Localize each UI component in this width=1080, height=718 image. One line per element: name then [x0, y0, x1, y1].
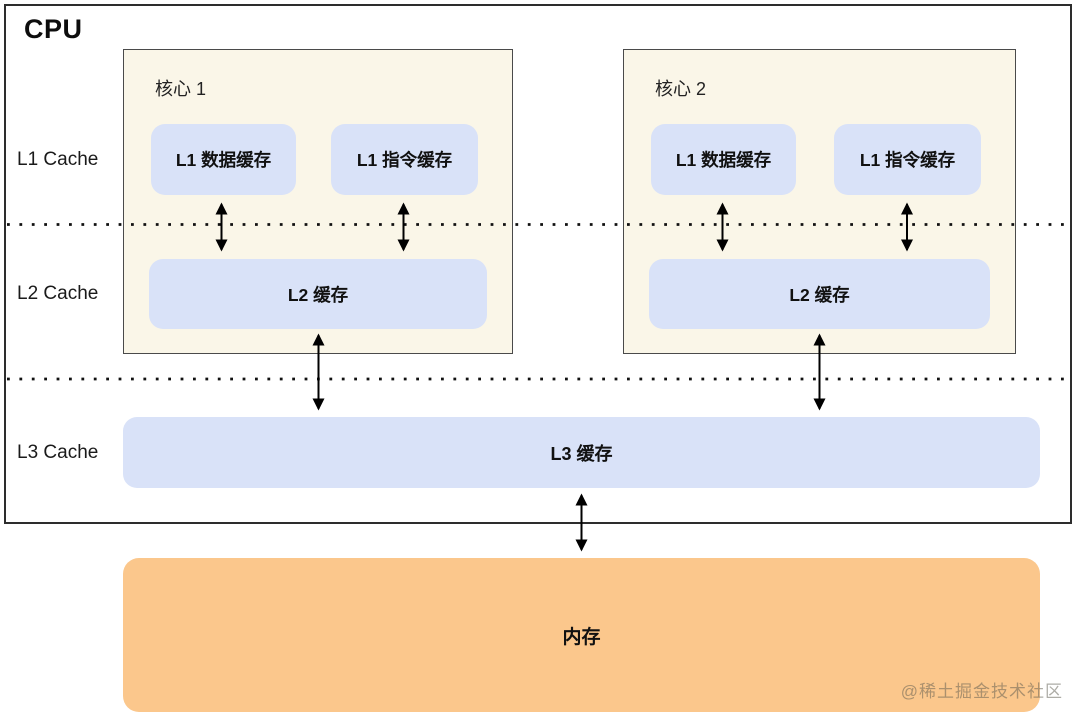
- core-1-box: 核心 1 L1 数据缓存 L1 指令缓存 L2 缓存: [123, 49, 513, 354]
- core-1-label: 核心 1: [155, 79, 207, 99]
- cpu-title: CPU: [24, 14, 83, 44]
- core-1-l2-cache-box: L2 缓存: [149, 259, 487, 329]
- memory-box: 内存: [123, 558, 1040, 712]
- core-2-l2-cache-box: L2 缓存: [649, 259, 990, 329]
- core-2-l1-instruction-cache-box: L1 指令缓存: [834, 124, 981, 195]
- side-label-l3-cache: L3 Cache: [17, 442, 99, 463]
- core-1-l1-data-cache-box: L1 数据缓存: [151, 124, 296, 195]
- core-2-label: 核心 2: [655, 79, 707, 99]
- side-label-l2-cache: L2 Cache: [17, 283, 99, 304]
- watermark: @稀土掘金技术社区: [900, 682, 1063, 701]
- side-label-l1-cache: L1 Cache: [17, 149, 99, 170]
- core-1-l1-instruction-cache-box: L1 指令缓存: [331, 124, 478, 195]
- core-2-l1-data-cache-box: L1 数据缓存: [651, 124, 796, 195]
- core-2-box: 核心 2 L1 数据缓存 L1 指令缓存 L2 缓存: [623, 49, 1016, 354]
- l3-cache-box: L3 缓存: [123, 417, 1040, 488]
